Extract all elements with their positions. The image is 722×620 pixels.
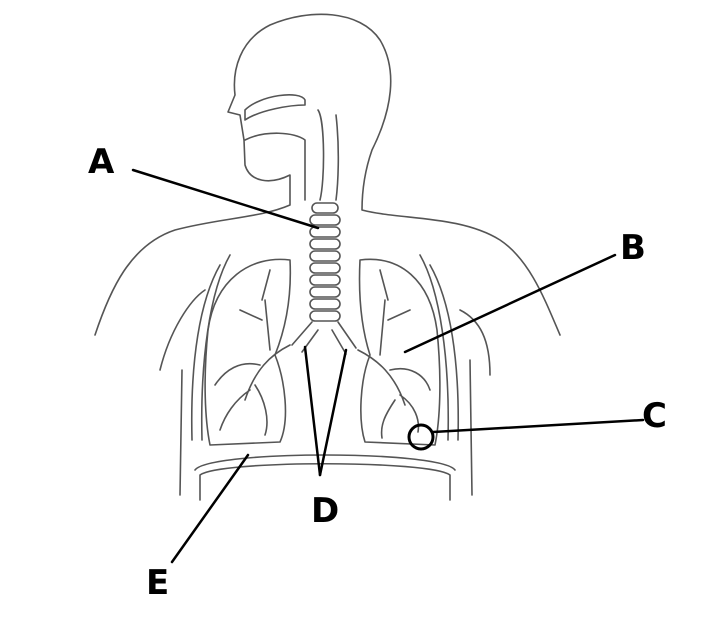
leader-line-d1	[303, 345, 322, 477]
label-a: A	[88, 142, 115, 182]
label-e: E	[146, 563, 170, 603]
body-outline	[94, 13, 561, 336]
leader-line-d2	[318, 348, 348, 477]
left-lung	[204, 258, 292, 446]
trachea	[291, 202, 357, 355]
label-d: D	[311, 491, 340, 531]
leader-line-e	[170, 453, 250, 564]
right-lung	[358, 258, 441, 446]
label-c: C	[642, 396, 667, 436]
leader-line-b	[403, 253, 617, 354]
alveoli-highlight	[407, 423, 435, 451]
label-b: B	[620, 228, 646, 268]
leader-line-a	[131, 168, 320, 230]
leader-line-c	[431, 418, 645, 434]
